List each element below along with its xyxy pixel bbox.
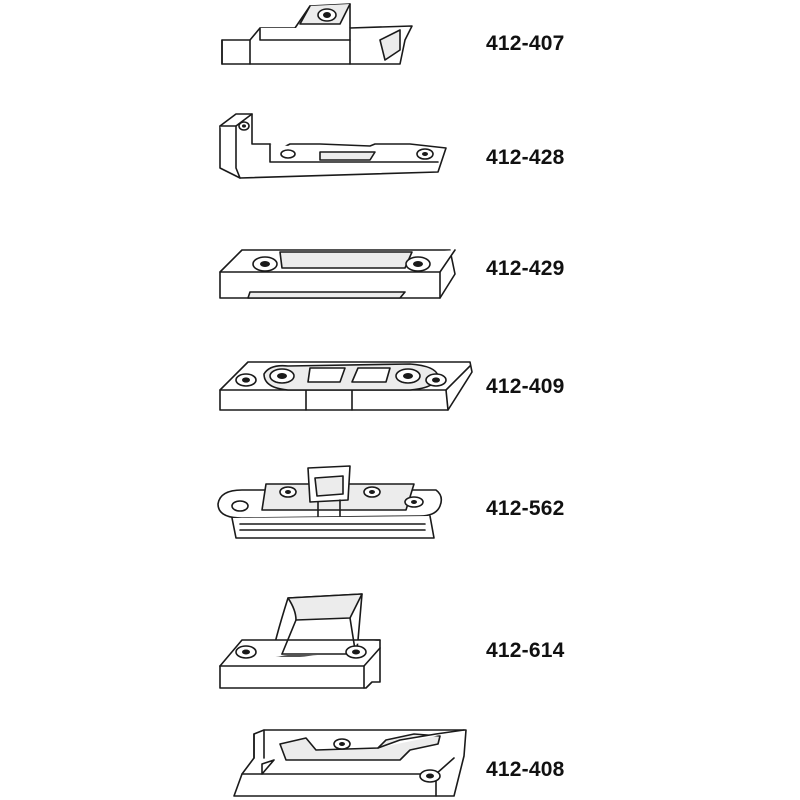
flat-strike-plate-icon: [219, 249, 456, 299]
part-412-407: 412-407: [0, 0, 800, 100]
part-412-408: 412-408: [0, 700, 800, 800]
part-number: 412-408: [486, 758, 565, 781]
part-number: 412-614: [486, 639, 565, 662]
part-number: 412-409: [486, 375, 565, 398]
strike-plate-icon: [221, 3, 413, 65]
angled-strike-plate-icon: [219, 113, 447, 179]
part-number: 412-407: [486, 32, 565, 55]
hook-strike-plate-icon: [219, 593, 381, 689]
double-strike-plate-icon: [219, 361, 473, 411]
sliding-strike-plate-icon: [233, 729, 467, 797]
part-number: 412-428: [486, 146, 565, 169]
part-number: 412-562: [486, 497, 565, 520]
part-412-428: 412-428: [0, 108, 800, 208]
adjustable-strike-plate-icon: [217, 465, 443, 539]
part-412-409: 412-409: [0, 346, 800, 446]
part-412-429: 412-429: [0, 228, 800, 328]
part-number: 412-429: [486, 257, 565, 280]
part-412-562: 412-562: [0, 460, 800, 560]
part-412-614: 412-614: [0, 590, 800, 690]
